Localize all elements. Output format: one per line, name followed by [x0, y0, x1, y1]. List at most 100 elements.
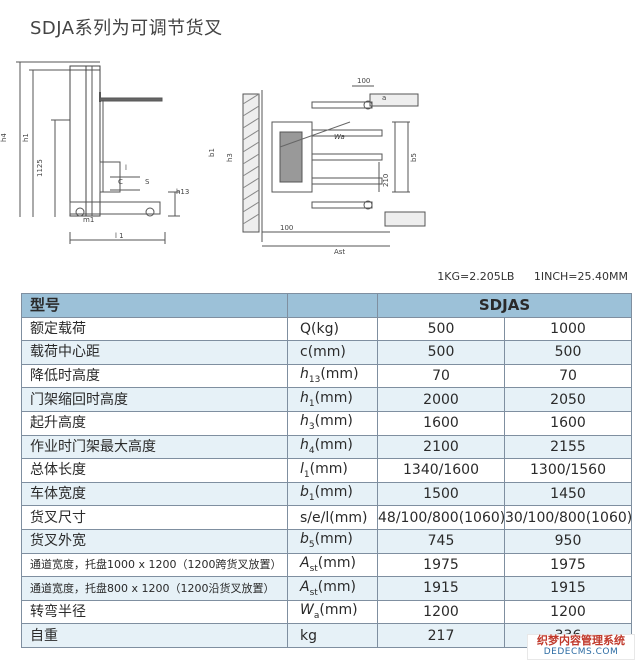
param-unit: s/e/l(mm) — [287, 505, 378, 530]
side-view-drawing — [16, 61, 180, 244]
param-value: 1500 — [377, 481, 505, 507]
param-value: 950 — [504, 528, 632, 554]
unit-symbol: h — [300, 366, 309, 383]
watermark-line1: 织梦内容管理系统 — [537, 634, 625, 647]
param-value: 30/100/800(1060) — [504, 505, 632, 530]
label-wa: Wa — [334, 133, 345, 141]
top-view-drawing — [242, 85, 426, 247]
param-unit: Q(kg) — [287, 316, 378, 342]
param-value: 2100 — [377, 434, 505, 460]
unit-symbol: b — [300, 531, 309, 548]
label-c: C — [118, 178, 123, 186]
unit-subscript: 3 — [308, 422, 315, 433]
param-unit: h1(mm) — [287, 387, 378, 412]
unit-kg: 1KG=2.205LB — [437, 270, 515, 283]
unit-symbol: A — [300, 578, 310, 595]
label-b1: b1 — [208, 148, 216, 157]
unit-symbol: h — [300, 389, 309, 406]
param-value: 1200 — [504, 599, 632, 625]
param-name: 通道宽度，托盘1000 x 1200（1200跨货叉放置） — [21, 552, 288, 578]
param-unit: h3(mm) — [287, 410, 378, 436]
label-h4: h4 — [0, 133, 8, 142]
table-row: 通道宽度，托盘1000 x 1200（1200跨货叉放置） Ast(mm) 1975… — [21, 552, 632, 578]
param-value: 2050 — [504, 387, 632, 412]
param-value: 1600 — [504, 410, 632, 436]
unit-subscript: 5 — [308, 540, 315, 551]
unit-inch: 1INCH=25.40MM — [533, 270, 628, 283]
technical-drawings: h4 h1 1125 l C S h13 m1 l 1 h3 100 a Wa … — [0, 61, 426, 256]
unit-symbol: b — [300, 484, 309, 501]
unit-text: (mm) — [317, 554, 356, 571]
unit-text: (mm) — [309, 460, 348, 477]
param-name: 通道宽度，托盘800 x 1200（1200沿货叉放置） — [21, 576, 288, 601]
param-unit: h13(mm) — [287, 363, 378, 389]
param-name: 门架缩回时高度 — [21, 387, 288, 412]
label-h1: h1 — [22, 133, 30, 142]
label-100-bottom: 100 — [280, 224, 293, 232]
param-name: 转弯半径 — [21, 599, 288, 625]
param-value: 48/100/800(1060) — [377, 505, 505, 530]
unit-subscript: st — [309, 587, 318, 598]
param-unit: b5(mm) — [287, 528, 378, 554]
unit-subscript: 4 — [308, 445, 315, 456]
param-value: 1200 — [377, 599, 505, 625]
label-h13: h13 — [176, 188, 189, 196]
unit-subscript: 1 — [303, 469, 310, 480]
param-name: 总体长度 — [21, 458, 288, 483]
header-model-label: 型号 — [21, 293, 288, 318]
unit-subscript: 13 — [308, 374, 321, 385]
param-name: 货叉外宽 — [21, 528, 288, 554]
unit-text: (mm) — [314, 484, 353, 501]
unit-text: (mm) — [320, 366, 359, 383]
param-value: 1300/1560 — [504, 458, 632, 483]
header-model-value: SDJAS — [377, 293, 632, 318]
param-value: 2000 — [377, 387, 505, 412]
unit-symbol: A — [300, 554, 310, 571]
label-ast: Ast — [334, 248, 345, 256]
label-l1: l 1 — [115, 232, 124, 240]
label-100-top: 100 — [357, 77, 370, 85]
param-value: 1340/1600 — [377, 458, 505, 483]
unit-text: (mm) — [319, 602, 358, 619]
param-value: 1915 — [377, 576, 505, 601]
param-unit: h4(mm) — [287, 434, 378, 460]
label-1125: 1125 — [36, 159, 44, 177]
unit-subscript: st — [309, 563, 318, 574]
table-header-row: 型号 SDJAS — [21, 293, 632, 318]
param-value: 70 — [377, 363, 505, 389]
unit-text: (mm) — [317, 578, 356, 595]
param-value: 500 — [377, 316, 505, 342]
param-value: 1915 — [504, 576, 632, 601]
param-value: 1600 — [377, 410, 505, 436]
param-unit: l1(mm) — [287, 458, 378, 483]
param-value: 1975 — [377, 552, 505, 578]
param-value: 1450 — [504, 481, 632, 507]
unit-subscript: 1 — [308, 492, 315, 503]
unit-subscript: 1 — [308, 398, 315, 409]
param-value: 70 — [504, 363, 632, 389]
param-unit: Wa(mm) — [287, 599, 378, 625]
unit-text: (mm) — [314, 413, 353, 430]
param-value: 745 — [377, 528, 505, 554]
page-title: SDJA系列为可调节货叉 — [30, 18, 223, 39]
param-value: 1975 — [504, 552, 632, 578]
param-name: 降低时高度 — [21, 363, 288, 389]
label-h3: h3 — [226, 153, 234, 162]
param-name: 载荷中心距 — [21, 340, 288, 365]
param-name: 起升高度 — [21, 410, 288, 436]
watermark-logo: 织梦内容管理系统 DEDECMS.COM — [527, 634, 635, 660]
